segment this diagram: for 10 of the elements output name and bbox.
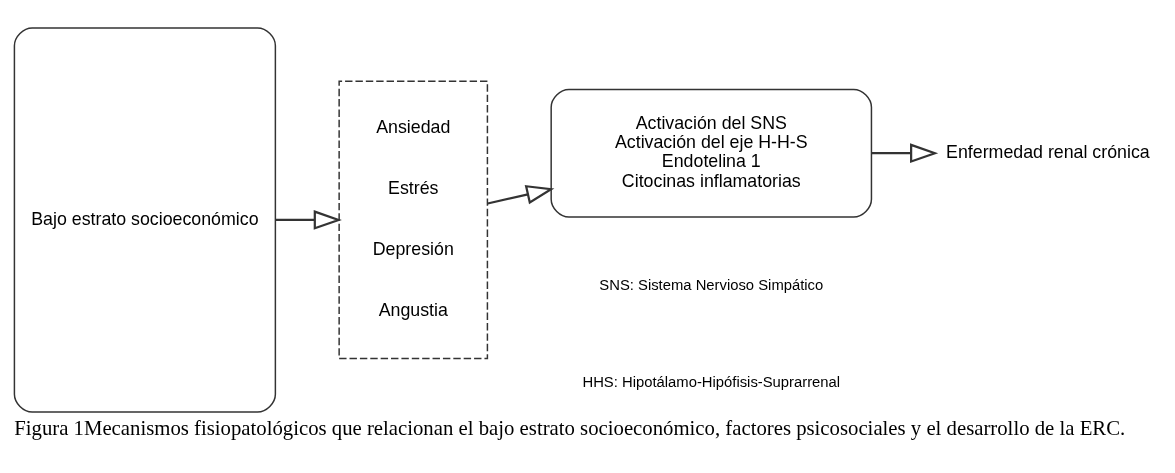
label: HHS: Hipotálamo-Hipófisis-Suprarrenal	[582, 373, 841, 390]
label: SNS: Sistema Nervioso Simpático	[599, 276, 824, 293]
node-text: Enfermedad renal crónica	[946, 141, 1150, 162]
arrow	[871, 142, 939, 163]
node-box: Activación del SNS Activación del eje H-H-S Endotelina 1 Citocinas inflamatorias	[550, 88, 873, 218]
node-box: Bajo estrato socioeconómico	[13, 26, 277, 413]
caption: Figura 1Mecanismos fisiopatológicos que relacionan el bajo estrato socioeconómico, factores psicosociales y el desarrollo de la ERC.	[14, 416, 1126, 438]
node-box: Ansiedad Estrés Depresión Angustia	[338, 80, 489, 359]
arrow	[275, 209, 342, 230]
arrow	[487, 184, 555, 205]
